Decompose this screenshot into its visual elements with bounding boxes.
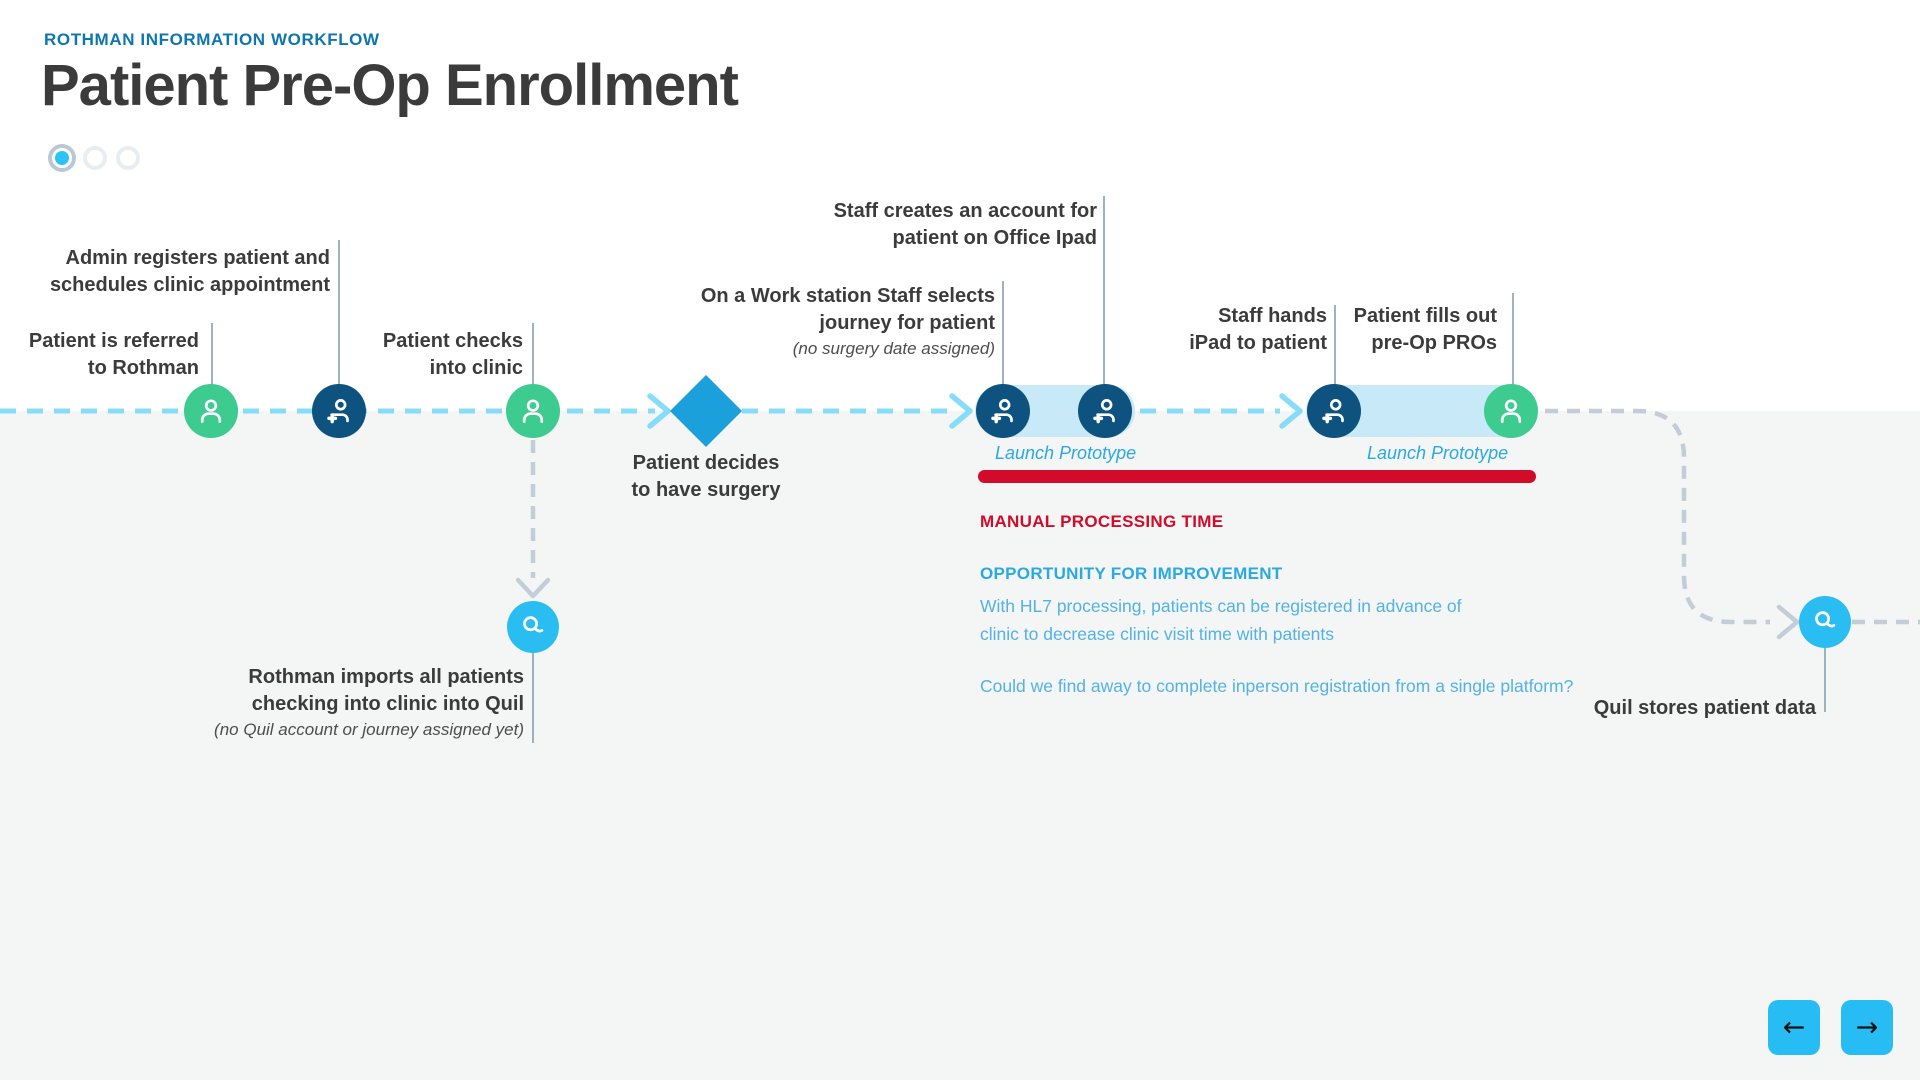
magnifier-icon	[1815, 611, 1836, 628]
label-patient-referred: Patient is referred to Rothman	[28, 330, 199, 379]
label-create-account: Staff creates an account for patient on …	[833, 200, 1097, 249]
opportunity-body: With HL7 processing, patients can be reg…	[980, 596, 1462, 645]
person-icon	[522, 399, 544, 423]
label-workstation-note: (no surgery date assigned)	[792, 339, 995, 359]
arrow-right-icon	[949, 393, 973, 429]
page-title: Patient Pre-Op Enrollment	[41, 53, 739, 118]
label-imports-note: (no Quil account or journey assigned yet…	[214, 720, 524, 740]
staff-person-icon	[327, 399, 349, 424]
arrow-right-icon: →	[1855, 1012, 1879, 1043]
next-slide-button[interactable]: →	[1841, 1000, 1893, 1055]
prev-slide-button[interactable]: ←	[1768, 1000, 1820, 1055]
node-quil-stores	[1799, 596, 1851, 648]
label-patient-checks-in: Patient checks into clinic	[382, 330, 523, 379]
arrow-right-icon	[647, 393, 671, 429]
node-workstation-select	[976, 384, 1030, 438]
label-admin-registers: Admin registers patient and schedules cl…	[49, 247, 330, 296]
person-icon	[200, 399, 222, 423]
staff-person-icon	[1093, 399, 1115, 424]
label-rothman-imports: Rothman imports all patients checking in…	[214, 664, 524, 742]
arrow-right-icon	[1776, 604, 1800, 640]
timeline-dashed-gray	[530, 408, 1920, 625]
label-quil-stores: Quil stores patient data	[1593, 697, 1816, 719]
manual-processing-bar	[978, 470, 1536, 483]
eyebrow-label: ROTHMAN INFORMATION WORKFLOW	[44, 30, 380, 49]
opportunity-heading: OPPORTUNITY FOR IMPROVEMENT	[980, 564, 1283, 583]
lower-background	[0, 411, 1920, 1080]
node-fills-pros	[1484, 384, 1538, 438]
page-dot-1[interactable]	[52, 148, 72, 168]
arrow-down-icon	[515, 577, 551, 599]
node-patient-referred	[184, 384, 238, 438]
launch-prototype-link-1[interactable]: Launch Prototype	[995, 443, 1137, 463]
decision-diamond	[670, 375, 742, 447]
arrow-left-icon: ←	[1782, 1012, 1806, 1043]
node-admin-registers	[312, 384, 366, 438]
page-dot-3[interactable]	[116, 146, 140, 170]
launch-prototype-link-2[interactable]: Launch Prototype	[1367, 443, 1509, 463]
pagination-dots	[50, 146, 140, 170]
label-fills-pros: Patient fills out pre-Op PROs	[1353, 305, 1497, 354]
page-dot-2[interactable]	[83, 146, 107, 170]
staff-person-icon	[991, 399, 1013, 424]
node-patient-checks-in	[506, 384, 560, 438]
chevron-arrows-gray	[515, 577, 1800, 640]
label-hands-ipad: Staff hands iPad to patient	[1189, 305, 1327, 354]
person-icon	[1500, 399, 1522, 423]
label-workstation-select: On a Work station Staff selects journey …	[701, 283, 995, 361]
opportunity-question: Could we find away to complete inperson …	[980, 676, 1574, 696]
node-hands-ipad	[1307, 384, 1361, 438]
staff-person-icon	[1322, 399, 1344, 424]
manual-processing-label: MANUAL PROCESSING TIME	[980, 512, 1224, 531]
chevron-arrows-blue	[647, 393, 1303, 429]
node-rothman-imports	[507, 601, 559, 653]
label-patient-decides: Patient decides to have surgery	[631, 452, 781, 501]
magnifier-icon	[523, 616, 544, 633]
arrow-right-icon	[1279, 393, 1303, 429]
node-create-account	[1078, 384, 1132, 438]
